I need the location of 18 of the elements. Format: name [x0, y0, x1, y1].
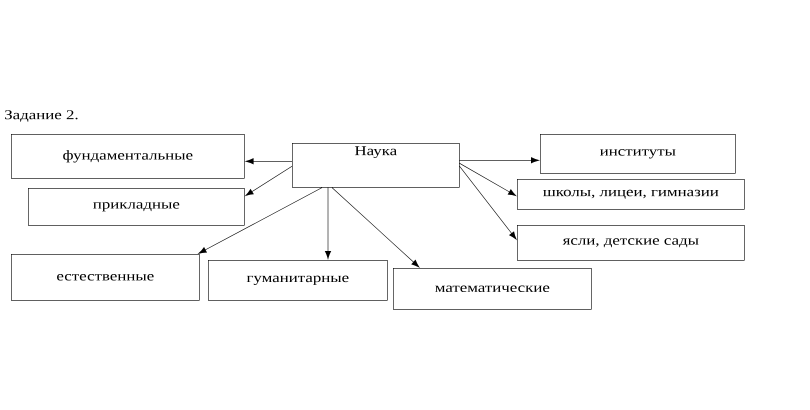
category-box: фундаментальные — [11, 134, 245, 179]
arrow — [459, 157, 540, 164]
category-box: школы, лицеи, гимназии — [517, 179, 745, 210]
arrow — [324, 187, 332, 260]
arrow — [459, 163, 516, 196]
category-box: математические — [393, 268, 592, 310]
topic-box: Наука — [292, 143, 460, 188]
arrow — [246, 158, 292, 164]
arrow — [198, 187, 322, 254]
category-box: гуманитарные — [208, 260, 388, 301]
category-box: естественные — [11, 254, 200, 301]
arrow — [245, 166, 292, 196]
category-box: прикладные — [28, 188, 245, 226]
arrow — [332, 187, 420, 268]
arrow — [459, 166, 517, 240]
category-box: ясли, детские сады — [517, 225, 745, 261]
task-heading: Задание 2. — [5, 110, 78, 122]
category-box: институты — [540, 134, 736, 174]
